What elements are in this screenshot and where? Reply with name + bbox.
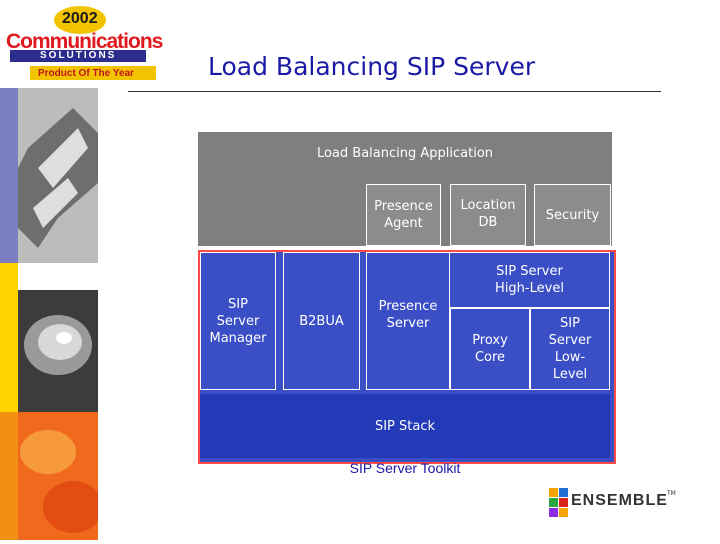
sip-server-low-level-label: SIP Server Low- Level bbox=[548, 316, 592, 382]
presence-agent-label: Presence Agent bbox=[374, 199, 433, 231]
sip-server-high-level-label: SIP Server High-Level bbox=[495, 264, 564, 296]
proxy-core-label: Proxy Core bbox=[472, 333, 508, 365]
communications-solutions-logo: 2002 Communications SOLUTIONS Product Of… bbox=[0, 0, 163, 88]
logo-year: 2002 bbox=[62, 10, 98, 27]
presence-server-box: Presence Server bbox=[366, 252, 450, 390]
decor-orange-image bbox=[18, 412, 103, 540]
logo-tagline: Product Of The Year bbox=[38, 68, 134, 79]
ensemble-logo-tm: TM bbox=[667, 490, 676, 497]
sip-stack-box: SIP Stack bbox=[200, 394, 610, 458]
decor-lens-image bbox=[0, 290, 98, 412]
title-divider bbox=[128, 91, 661, 92]
slide-title: Load Balancing SIP Server bbox=[208, 52, 536, 81]
ensemble-logo: ENSEMBLE TM bbox=[545, 486, 676, 522]
sip-server-toolkit-label: SIP Server Toolkit bbox=[349, 460, 461, 476]
decor-arrow-image bbox=[18, 88, 98, 263]
security-label: Security bbox=[545, 207, 600, 223]
security-box: Security bbox=[534, 184, 611, 246]
sip-stack-label: SIP Stack bbox=[374, 418, 436, 434]
logo-brand-top: Communications bbox=[6, 30, 163, 53]
sip-server-high-level-box: SIP Server High-Level bbox=[450, 252, 610, 308]
sip-server-manager-box: SIP Server Manager bbox=[200, 252, 276, 390]
load-balancing-application-label: Load Balancing Application bbox=[316, 146, 494, 161]
decor-orange-bar bbox=[0, 412, 18, 540]
logo-brand-bottom: SOLUTIONS bbox=[40, 50, 117, 61]
location-db-box: Location DB bbox=[450, 184, 526, 246]
sip-server-low-level-box: SIP Server Low- Level bbox=[530, 308, 610, 390]
presence-agent-box: Presence Agent bbox=[366, 184, 441, 246]
location-db-label: Location DB bbox=[460, 198, 516, 230]
proxy-core-box: Proxy Core bbox=[450, 308, 530, 390]
decor-purple-bar bbox=[0, 88, 18, 263]
presence-server-label: Presence Server bbox=[378, 299, 438, 331]
ensemble-logo-text: ENSEMBLE bbox=[571, 492, 668, 509]
b2bua-label: B2BUA bbox=[299, 313, 344, 329]
b2bua-box: B2BUA bbox=[283, 252, 360, 390]
sip-server-manager-label: SIP Server Manager bbox=[209, 296, 267, 346]
